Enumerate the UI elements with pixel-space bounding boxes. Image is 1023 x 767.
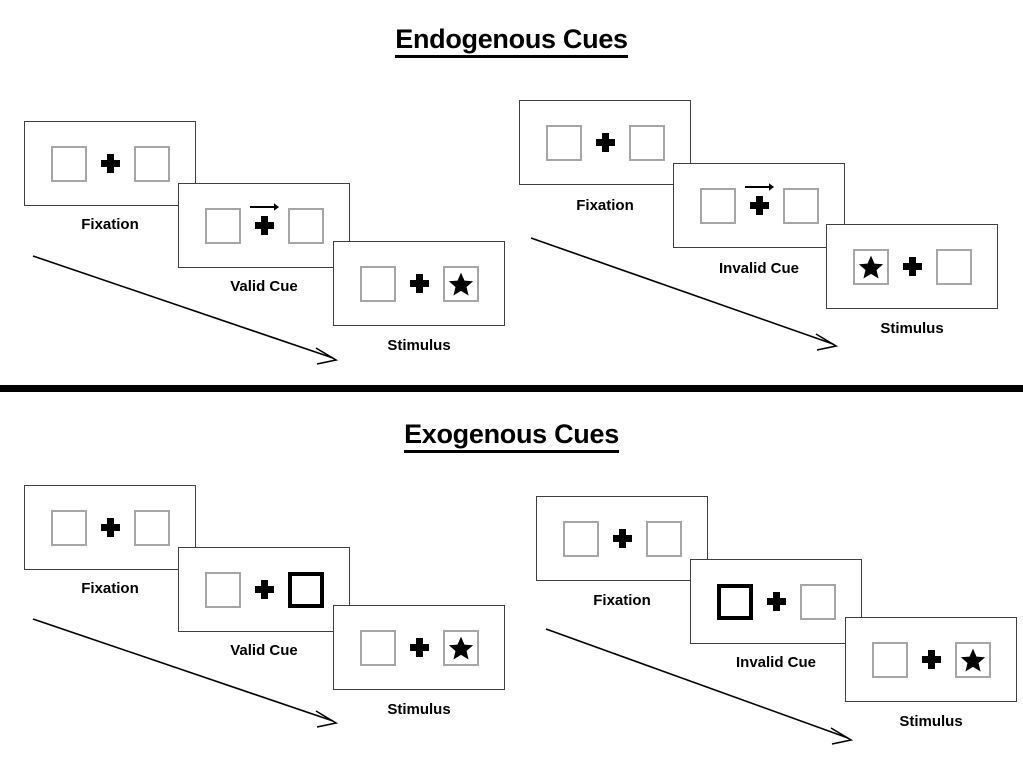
plus-icon bbox=[766, 592, 786, 611]
placeholder-box-right bbox=[645, 520, 682, 557]
placeholder-box-right bbox=[782, 187, 819, 224]
placeholder-box-right bbox=[799, 583, 836, 620]
placeholder-box-left bbox=[359, 265, 396, 302]
placeholder-box-left bbox=[871, 641, 908, 678]
display-area bbox=[204, 571, 324, 608]
plus-icon bbox=[409, 638, 429, 657]
star-icon bbox=[858, 255, 883, 278]
placeholder-box-right bbox=[442, 629, 479, 666]
plus-icon bbox=[409, 274, 429, 293]
section-title-exogenous: Exogenous Cues bbox=[0, 419, 1023, 453]
placeholder-box-right-cued bbox=[287, 571, 324, 608]
arrow-right-icon bbox=[745, 183, 774, 191]
section-title-endogenous: Endogenous Cues bbox=[0, 24, 1023, 58]
placeholder-box-left bbox=[50, 509, 87, 546]
frame-exogenous-valid-cue bbox=[178, 547, 350, 632]
frame-label-exogenous-valid-cue: Valid Cue bbox=[230, 642, 298, 659]
placeholder-box-left bbox=[359, 629, 396, 666]
arrow-right-icon bbox=[250, 203, 279, 211]
frame-label-endogenous-valid-cue: Valid Cue bbox=[230, 278, 298, 295]
frame-exogenous-valid-fixation bbox=[24, 485, 196, 570]
display-area bbox=[50, 145, 170, 182]
plus-icon bbox=[595, 133, 615, 152]
star-icon bbox=[448, 636, 473, 659]
frame-exogenous-valid-stimulus bbox=[333, 605, 505, 690]
display-area bbox=[545, 124, 665, 161]
star-icon bbox=[960, 648, 985, 671]
display-area bbox=[871, 641, 991, 678]
frame-endogenous-valid-stimulus bbox=[333, 241, 505, 326]
frame-exogenous-invalid-cue bbox=[690, 559, 862, 644]
placeholder-box-left bbox=[562, 520, 599, 557]
placeholder-box-left bbox=[545, 124, 582, 161]
frame-label-exogenous-invalid-stimulus: Stimulus bbox=[899, 713, 963, 730]
frame-exogenous-invalid-stimulus bbox=[845, 617, 1017, 702]
placeholder-box-left bbox=[699, 187, 736, 224]
placeholder-box-left bbox=[204, 571, 241, 608]
frame-label-endogenous-valid-stimulus: Stimulus bbox=[387, 337, 451, 354]
placeholder-box-left-cued bbox=[716, 583, 753, 620]
frame-label-endogenous-invalid-cue: Invalid Cue bbox=[718, 260, 800, 277]
plus-icon bbox=[902, 257, 922, 276]
display-area bbox=[359, 265, 479, 302]
placeholder-box-right bbox=[628, 124, 665, 161]
frame-exogenous-invalid-fixation bbox=[536, 496, 708, 581]
display-area bbox=[852, 248, 972, 285]
plus-icon bbox=[612, 529, 632, 548]
frame-endogenous-valid-fixation bbox=[24, 121, 196, 206]
display-area bbox=[50, 509, 170, 546]
section-divider bbox=[0, 385, 1023, 392]
frame-label-exogenous-invalid-fixation: Fixation bbox=[593, 592, 651, 609]
display-area bbox=[359, 629, 479, 666]
placeholder-box-right bbox=[954, 641, 991, 678]
placeholder-box-right bbox=[287, 207, 324, 244]
plus-icon bbox=[745, 183, 774, 215]
placeholder-box-left bbox=[50, 145, 87, 182]
frame-endogenous-valid-cue bbox=[178, 183, 350, 268]
section-title-endogenous-text: Endogenous Cues bbox=[395, 24, 628, 58]
display-area bbox=[562, 520, 682, 557]
frame-endogenous-invalid-stimulus bbox=[826, 224, 998, 309]
plus-icon bbox=[921, 650, 941, 669]
placeholder-box-left bbox=[204, 207, 241, 244]
frame-label-exogenous-valid-stimulus: Stimulus bbox=[387, 701, 451, 718]
placeholder-box-right bbox=[133, 145, 170, 182]
placeholder-box-left bbox=[852, 248, 889, 285]
section-title-exogenous-text: Exogenous Cues bbox=[404, 419, 619, 453]
plus-icon bbox=[250, 203, 279, 235]
placeholder-box-right bbox=[442, 265, 479, 302]
frame-label-endogenous-invalid-stimulus: Stimulus bbox=[880, 320, 944, 337]
placeholder-box-right bbox=[133, 509, 170, 546]
plus-icon bbox=[100, 518, 120, 537]
star-icon bbox=[448, 272, 473, 295]
frame-label-exogenous-invalid-cue: Invalid Cue bbox=[735, 654, 817, 671]
display-area bbox=[699, 183, 819, 224]
frame-endogenous-invalid-fixation bbox=[519, 100, 691, 185]
placeholder-box-right bbox=[935, 248, 972, 285]
frame-label-endogenous-valid-fixation: Fixation bbox=[81, 216, 139, 233]
display-area bbox=[716, 583, 836, 620]
display-area bbox=[204, 203, 324, 244]
plus-icon bbox=[100, 154, 120, 173]
plus-icon bbox=[254, 580, 274, 599]
frame-label-exogenous-valid-fixation: Fixation bbox=[81, 580, 139, 597]
frame-label-endogenous-invalid-fixation: Fixation bbox=[576, 197, 634, 214]
frame-endogenous-invalid-cue bbox=[673, 163, 845, 248]
